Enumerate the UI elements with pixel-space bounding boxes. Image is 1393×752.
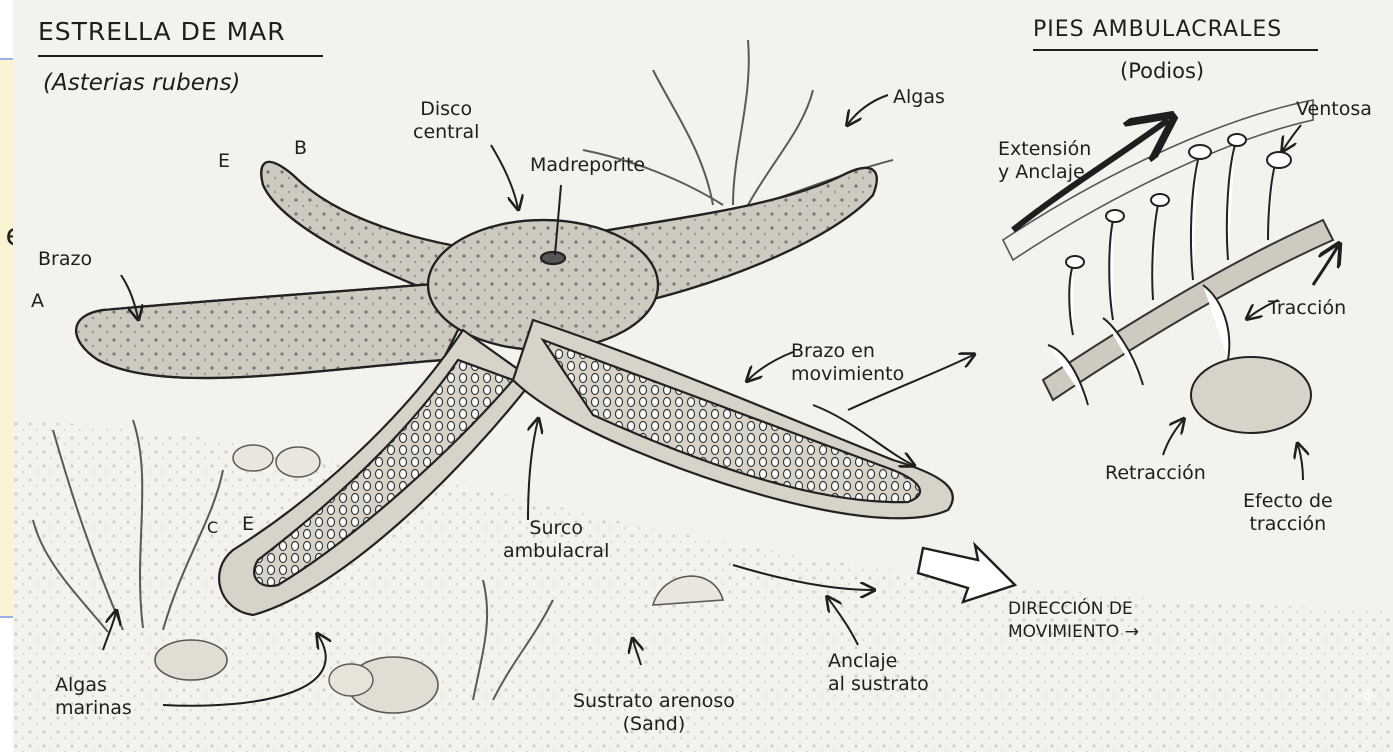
label-brazo: Brazo: [38, 248, 92, 271]
label-ventosa: Ventosa: [1296, 98, 1372, 121]
illustration-sheet: ESTRELLA DE MAR (Asterias rubens) E B A …: [13, 0, 1393, 752]
shell-2: [276, 447, 320, 477]
madreporite-plate: [541, 252, 565, 264]
rock-2: [329, 664, 373, 696]
label-disco-central: Disco central: [413, 98, 479, 144]
arm-mark-e1: E: [218, 150, 230, 173]
label-extension: Extensión y Anclaje: [998, 138, 1091, 184]
arm-mark-c: C: [207, 516, 218, 539]
label-brazo-en-movimiento: Brazo en movimiento: [791, 340, 904, 386]
label-traccion: Tracción: [1268, 297, 1346, 320]
title-underline: [38, 52, 338, 60]
label-surco-ambulacral: Surco ambulacral: [503, 517, 609, 563]
arm-mark-b: B: [294, 137, 307, 160]
starfish-subtitle: (Asterias rubens): [43, 72, 240, 95]
shell-3: [155, 640, 227, 680]
label-algas: Algas: [893, 86, 945, 109]
label-retraccion: Retracción: [1105, 462, 1206, 485]
substrate-rock: [1191, 357, 1311, 433]
shell-1: [233, 445, 273, 471]
label-madreporite: Madreporite: [530, 154, 645, 177]
starfish-title: ESTRELLA DE MAR: [38, 20, 286, 43]
label-sustrato-arenoso: Sustrato arenoso (Sand): [573, 690, 735, 736]
arm-mark-e2: E: [242, 513, 254, 536]
starfish-illustration: [13, 0, 1393, 752]
podios-underline: [1033, 46, 1323, 54]
sparkle-icon: ✦: [1353, 682, 1383, 712]
label-algas-marinas: Algas marinas: [55, 674, 132, 720]
podios-title: PIES AMBULACRALES: [1033, 18, 1282, 41]
label-direccion: DIRECCIÓN DE MOVIMIENTO →: [1008, 598, 1139, 644]
label-efecto-traccion: Efecto de tracción: [1243, 490, 1333, 536]
podios-subtitle: (Podios): [1120, 60, 1204, 83]
label-anclaje: Anclaje al sustrato: [828, 650, 929, 696]
arm-mark-a: A: [31, 290, 44, 313]
